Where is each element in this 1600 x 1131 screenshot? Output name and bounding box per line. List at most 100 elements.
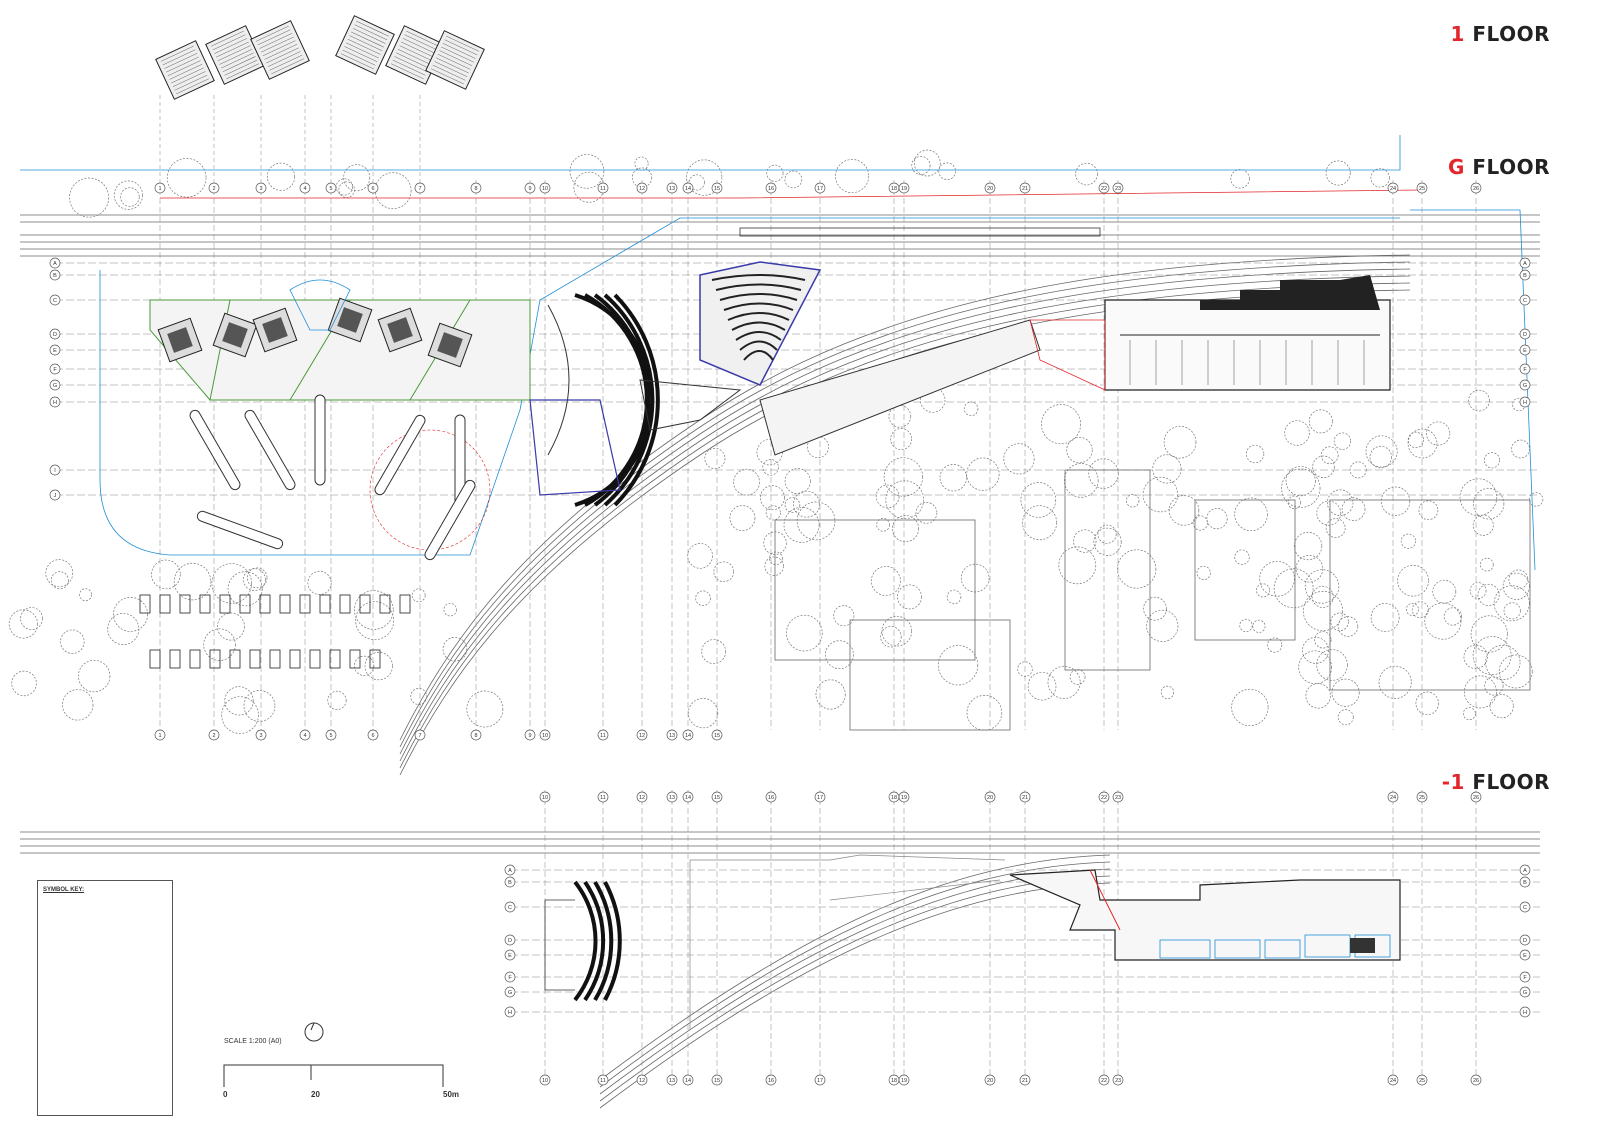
- basement-bubble-bottom-15-circle: [711, 1074, 723, 1086]
- basement-bubble-right-F-circle: [1519, 971, 1531, 983]
- tree-91: [1337, 616, 1359, 637]
- tree-51: [50, 571, 69, 590]
- parking-car-top-5: [219, 594, 231, 614]
- basement-bubble-top-15: 15: [711, 791, 723, 803]
- basement-amphitheatre-row-3: [593, 880, 614, 1002]
- basement-bubble-bottom-22-text: 22: [1101, 1078, 1107, 1084]
- tree-204: [1285, 466, 1316, 497]
- basement-amphitheatre-row-2: [583, 880, 606, 1002]
- grid-bubble-top-18-text: 18: [891, 186, 897, 192]
- basement-bubble-bottom-22-circle: [1098, 1074, 1110, 1086]
- basement-bubble-top-13-text: 13: [669, 795, 675, 801]
- tree-133: [1330, 612, 1349, 631]
- tree-95: [783, 506, 820, 543]
- grid-bubble-bottom-12-text: 12: [639, 733, 645, 739]
- first-floor-block-hatch: [406, 30, 440, 47]
- basement-bubble-right-C: C: [1519, 901, 1531, 913]
- grid-bubble-right-H-text: H: [1523, 400, 1527, 406]
- tree-7: [784, 170, 803, 189]
- basement-bubble-left-H-circle: [504, 1006, 516, 1018]
- tree-193: [1378, 665, 1412, 699]
- grid-bubble-left-C-text: C: [53, 298, 57, 304]
- basement-bubble-top-21: 21: [1019, 791, 1031, 803]
- tree-148: [764, 556, 784, 576]
- parking-car-top-7: [259, 594, 271, 614]
- grid-bubble-bottom-2-text: 2: [212, 733, 215, 739]
- basement-bubble-top-23-circle: [1112, 791, 1124, 803]
- tree-132: [1097, 524, 1117, 544]
- tree-197: [1472, 488, 1505, 520]
- tree-103: [966, 695, 1003, 731]
- tree-12: [1370, 168, 1390, 188]
- first-floor-block-hatch: [224, 59, 258, 76]
- tree-89: [915, 502, 938, 524]
- tree-142: [875, 484, 900, 509]
- tree-127: [1058, 546, 1097, 585]
- tree-11: [938, 162, 956, 180]
- basement-bubble-top-10-text: 10: [542, 795, 548, 801]
- tree-25: [374, 172, 412, 210]
- first-floor-block-1: [155, 40, 215, 100]
- bench-shape-1: [189, 409, 241, 491]
- grid-bubble-top-19: 19: [898, 182, 910, 194]
- tree-49: [354, 655, 375, 676]
- grid-bubble-top-12-text: 12: [639, 186, 645, 192]
- tree-112: [1231, 688, 1269, 727]
- north-arrow-pointer: [310, 1022, 315, 1031]
- grid-bubble-bottom-13-text: 13: [669, 733, 675, 739]
- first-floor-word: FLOOR: [1472, 22, 1550, 46]
- tree-68: [1126, 494, 1140, 508]
- basement-bubble-bottom-14-text: 14: [685, 1078, 691, 1084]
- first-floor-block-hatch: [392, 59, 426, 76]
- first-floor-block-hatch: [354, 24, 388, 41]
- tree-195: [1302, 591, 1344, 632]
- grid-bubble-bottom-13-circle: [666, 729, 678, 741]
- grid-bubble-top-17-circle: [814, 182, 826, 194]
- grid-bubble-bottom-3-text: 3: [259, 733, 262, 739]
- ground-floor-letter: G: [1448, 155, 1465, 179]
- tree-181: [1365, 435, 1398, 468]
- grid-bubble-top-17-text: 17: [817, 186, 823, 192]
- basement-bubble-left-A-circle: [504, 864, 516, 876]
- grid-bubble-left-I-text: I: [54, 468, 56, 474]
- tree-66: [1503, 602, 1521, 620]
- basement-bubble-right-A-circle: [1519, 864, 1531, 876]
- grid-bubble-bottom-1: 1: [154, 729, 166, 741]
- tree-157: [870, 566, 901, 596]
- tree-167: [1341, 497, 1366, 521]
- first-floor-label: 1 FLOOR: [1451, 22, 1551, 46]
- grid-bubble-bottom-4-text: 4: [303, 733, 306, 739]
- grid-bubble-top-21: 21: [1019, 182, 1031, 194]
- first-floor-block-hatch: [219, 48, 253, 65]
- amphitheatre-row-3: [593, 293, 651, 507]
- first-floor-block-outline-6: [425, 30, 485, 90]
- grid-bubble-top-6-text: 6: [371, 186, 374, 192]
- grid-bubble-top-5: 5: [325, 182, 337, 194]
- grid-bubble-bottom-4: 4: [299, 729, 311, 741]
- basement-bubble-top-22: 22: [1098, 791, 1110, 803]
- tree-116: [946, 589, 962, 605]
- basement-bubble-right-H: H: [1519, 1006, 1531, 1018]
- grid-bubble-left-A: A: [49, 257, 61, 269]
- tree-114: [1498, 654, 1533, 689]
- tree-202: [1314, 631, 1332, 649]
- pavilion-unit-5: [377, 307, 423, 353]
- scale-tick-50: 50m: [443, 1090, 460, 1099]
- grid-bubble-left-J-text: J: [54, 493, 57, 499]
- grid-bubble-bottom-9: 9: [524, 729, 536, 741]
- grid-bubble-top-2: 2: [208, 182, 220, 194]
- theatre-seat-row-7: [735, 331, 782, 341]
- grid-bubble-bottom-6: 6: [367, 729, 379, 741]
- basement-bubble-left-A-text: A: [508, 868, 512, 874]
- basement-bubble-bottom-24-circle: [1387, 1074, 1399, 1086]
- parking-car-bottom-3: [189, 649, 201, 669]
- grid-bubble-left-D-text: D: [53, 332, 57, 338]
- basement-bubble-bottom-23: 23: [1112, 1074, 1124, 1086]
- tree-188: [1407, 431, 1425, 449]
- rail-curve-2: [399, 261, 1411, 748]
- grid-bubble-top-9: 9: [524, 182, 536, 194]
- basement-rail-curve-3: [599, 868, 1111, 1095]
- tree-172: [1259, 561, 1295, 597]
- grid-bubble-top-7-circle: [414, 182, 426, 194]
